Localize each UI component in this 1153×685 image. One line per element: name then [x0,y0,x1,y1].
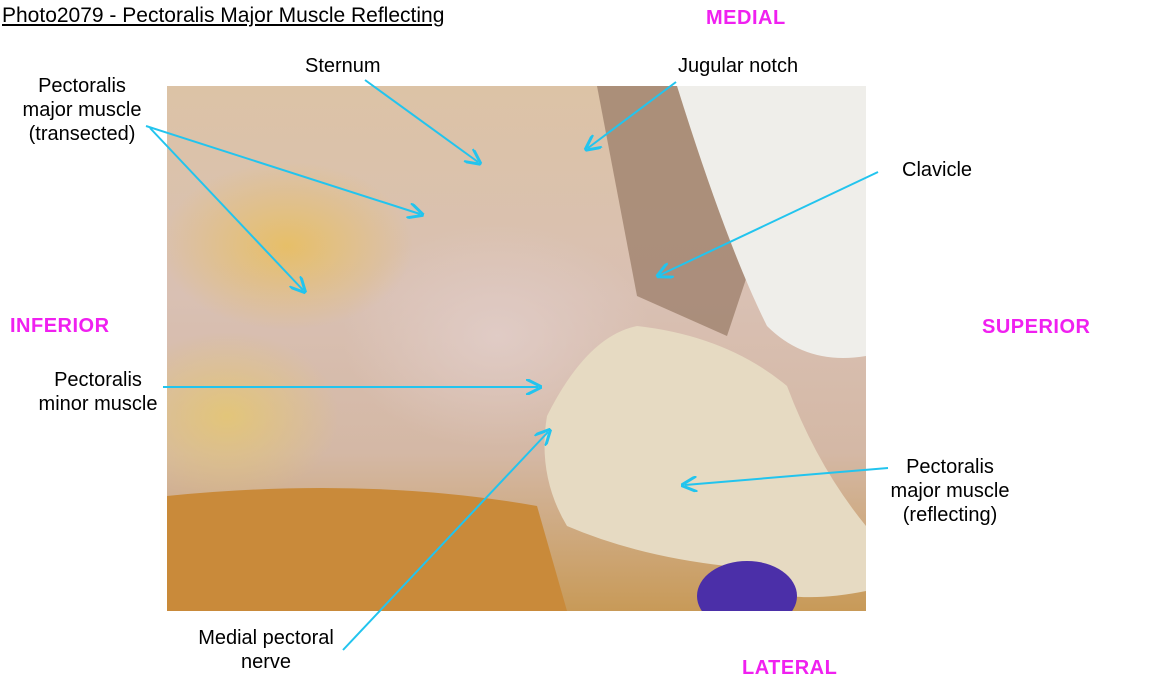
dissection-photo [167,86,866,611]
label-pec-major-transected: Pectoralis major muscle (transected) [22,74,142,146]
direction-superior: SUPERIOR [982,316,1091,338]
orange-tissue [167,488,567,611]
direction-lateral: LATERAL [742,657,838,679]
label-line: Pectoralis [38,75,126,97]
label-pec-major-reflecting: Pectoralis major muscle (reflecting) [890,455,1010,527]
label-line: major muscle [890,480,1010,502]
label-line: minor muscle [38,393,158,415]
label-line: Medial pectoral [198,627,334,649]
label-line: (transected) [28,123,136,145]
label-pec-minor: Pectoralis minor muscle [34,368,162,416]
label-jugular-notch: Jugular notch [678,55,799,77]
direction-medial: MEDIAL [706,7,786,29]
label-line: Pectoralis [906,456,994,478]
label-clavicle: Clavicle [902,159,973,181]
label-line: (reflecting) [902,504,998,526]
label-sternum: Sternum [305,55,381,77]
label-line: major muscle [22,99,142,121]
direction-inferior: INFERIOR [10,315,110,337]
gloved-hand [697,561,797,611]
figure-title: Photo2079 - Pectoralis Major Muscle Refl… [2,4,445,27]
label-line: Pectoralis [54,369,142,391]
reflected-muscle-flap [544,326,866,598]
label-medial-pectoral-nerve: Medial pectoral nerve [186,626,346,674]
photo-shapes [167,86,866,611]
label-line: nerve [240,651,292,673]
